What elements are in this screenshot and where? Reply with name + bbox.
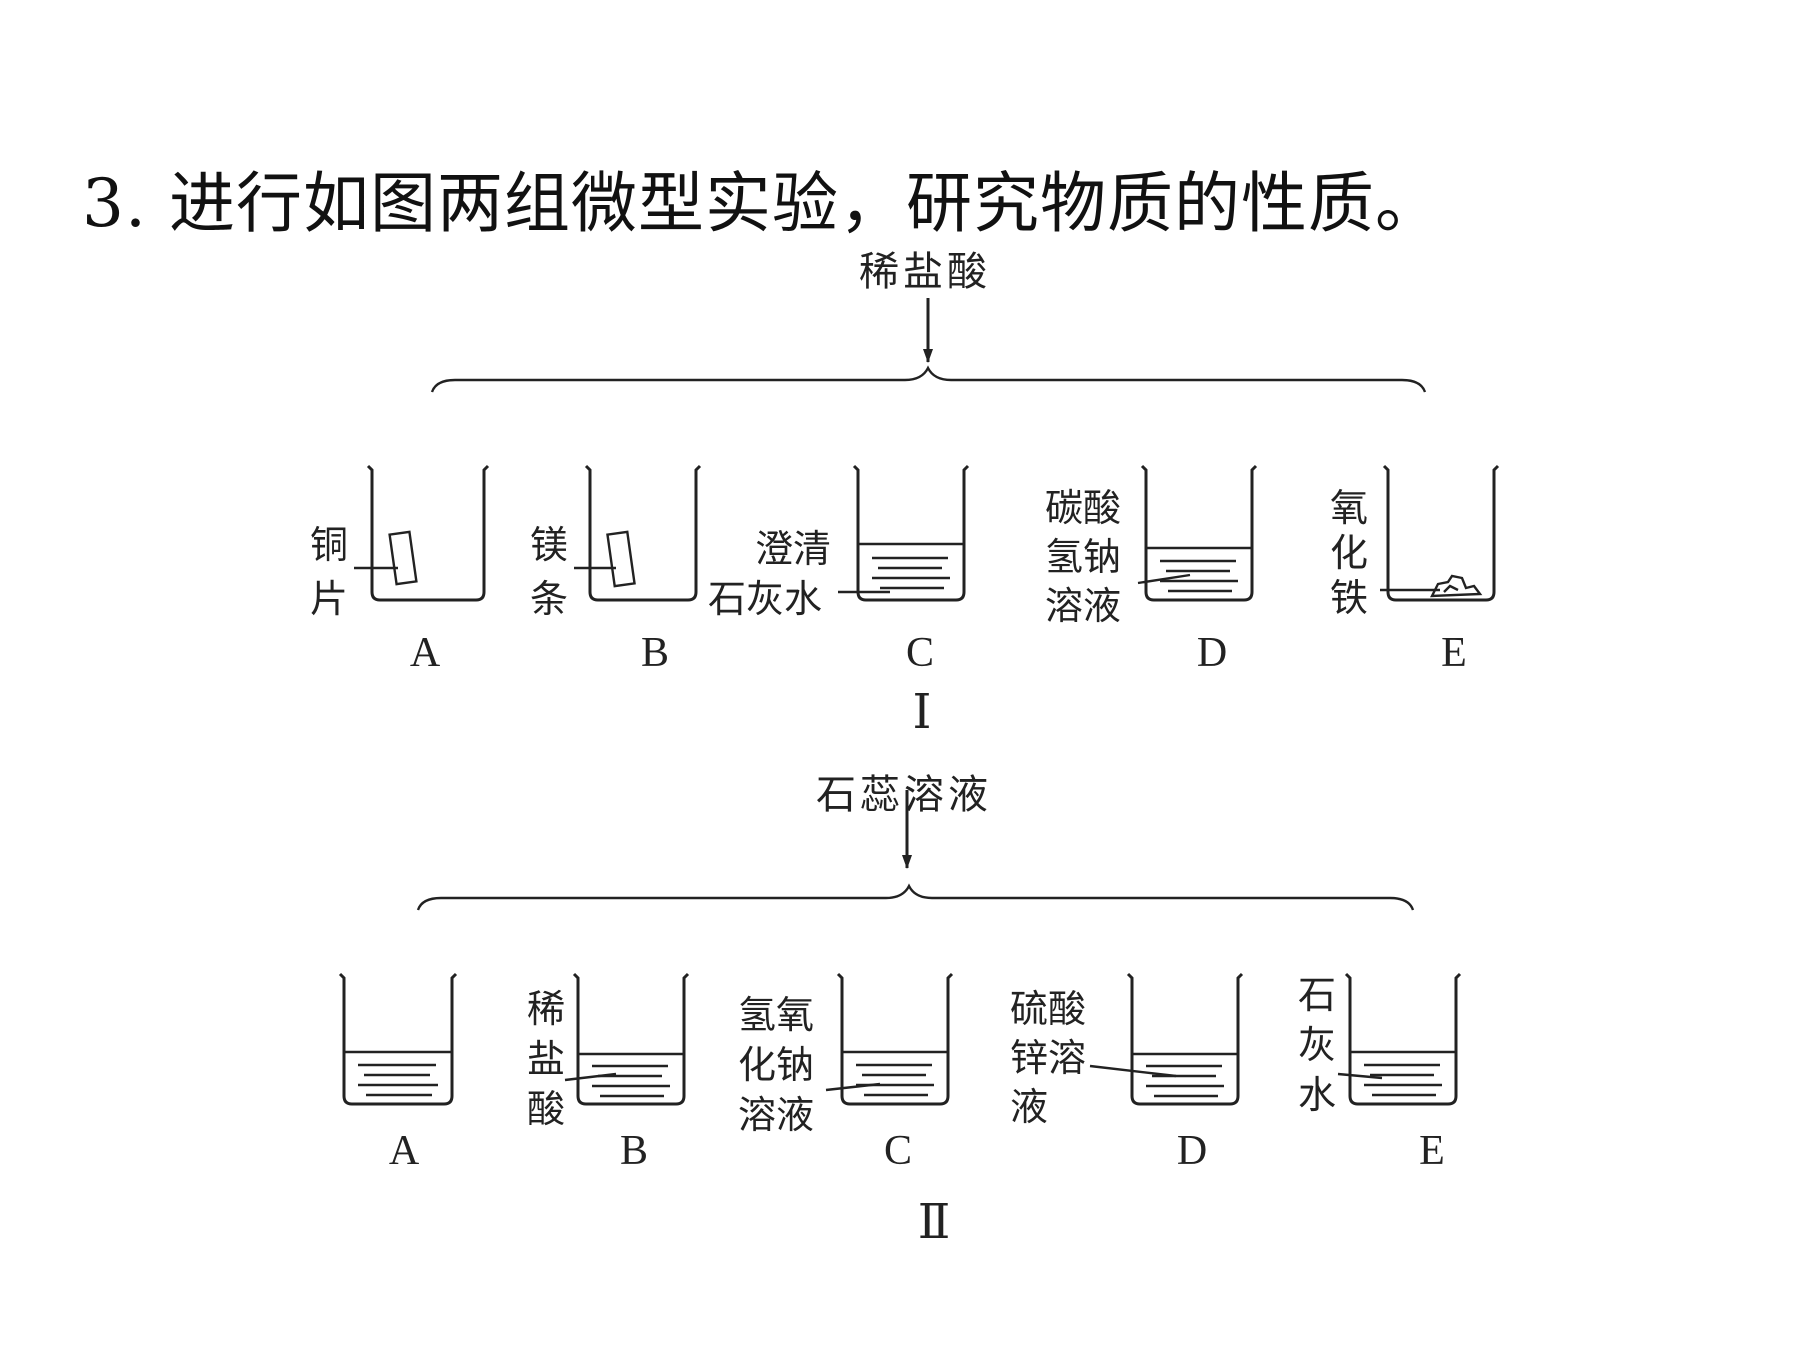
label-line-2: 石灰水 [708,577,822,621]
beaker-outline [572,972,690,1106]
group-1-beaker-c: 澄清 石灰水 C [708,464,970,676]
group-2-beaker-d: 硫酸 锌溶 液 D [1010,972,1244,1174]
iron-oxide-detail [1443,584,1459,593]
leader-line [1089,1064,1177,1078]
beaker-letter: B [641,630,669,676]
label-line-2: 条 [530,577,568,621]
group-2-beaker-b: 稀 盐 酸 B [527,972,690,1174]
beaker-letter: A [410,630,441,676]
beaker-outline [1382,464,1500,602]
label-line-3: 铁 [1330,576,1368,620]
beaker-letter: D [1177,1128,1207,1174]
label-line-1: 氢氧 [738,993,814,1037]
beaker-letter: E [1441,630,1467,676]
leader-line [825,1082,881,1092]
label-line-2: 盐 [527,1037,565,1081]
label-line-2: 氢钠 [1045,535,1121,579]
label-line-1: 碳酸 [1045,486,1121,530]
group-2-beaker-a: A [338,972,458,1174]
beaker-letter: A [389,1128,420,1174]
iron-oxide-powder [1430,574,1483,598]
group-2-beaker-e: 石 灰 水 E [1298,972,1462,1174]
beaker-outline [584,464,702,602]
beaker-letter: C [906,630,934,676]
label-line-1: 铜 [310,523,348,567]
beaker-outline [338,972,458,1106]
group-2-reagent: 石蕊溶液 [816,772,992,818]
beaker-letter: D [1197,630,1227,676]
beaker-outline [1126,972,1244,1106]
leader-line [564,1072,617,1082]
label-line-2: 化钠 [738,1043,814,1087]
group-1: 稀盐酸 铜 片 A 镁 条 B [310,249,1500,739]
label-line-2: 片 [310,577,348,621]
copper-strip [388,530,418,586]
beaker-letter: E [1419,1128,1445,1174]
beaker-outline [836,972,954,1106]
beaker-outline [366,464,490,602]
group-2-brace [416,883,1415,911]
beaker-outline [852,464,970,602]
label-line-3: 液 [1010,1085,1048,1129]
label-line-2: 化 [1330,531,1368,575]
group-1-numeral: Ⅰ [913,686,932,739]
group-2-numeral: Ⅱ [918,1196,951,1249]
group-1-beaker-a: 铜 片 A [310,464,490,676]
label-line-3: 水 [1298,1073,1336,1117]
label-line-1: 澄清 [755,527,831,571]
group-1-reagent: 稀盐酸 [859,249,991,295]
question-text: 3. 进行如图两组微型实验，研究物质的性质。 [82,165,1442,242]
beaker-outline [1344,972,1462,1106]
leader-line [1137,573,1191,585]
group-2: 石蕊溶液 A 稀 盐 酸 B [338,772,1462,1249]
label-line-3: 溶液 [1045,584,1121,628]
label-line-1: 镁 [530,523,568,567]
label-line-1: 硫酸 [1010,987,1086,1031]
group-2-beaker-c: 氢氧 化钠 溶液 C [738,972,954,1174]
beaker-outline [1140,464,1258,602]
group-1-brace [430,365,1427,393]
magnesium-strip [606,530,636,588]
group-1-beaker-e: 氧 化 铁 E [1330,464,1500,676]
beaker-letter: C [884,1128,912,1174]
group-1-beaker-b: 镁 条 B [530,464,702,676]
beaker-letter: B [620,1128,648,1174]
label-line-1: 石 [1298,973,1336,1017]
label-line-1: 氧 [1330,486,1368,530]
label-line-3: 酸 [527,1087,565,1131]
label-line-3: 溶液 [738,1093,814,1137]
label-line-2: 锌溶 [1010,1036,1086,1080]
label-line-1: 稀 [527,987,565,1031]
label-line-2: 灰 [1298,1023,1336,1067]
leader-line [1337,1072,1383,1080]
group-1-beaker-d: 碳酸 氢钠 溶液 D [1045,464,1258,676]
